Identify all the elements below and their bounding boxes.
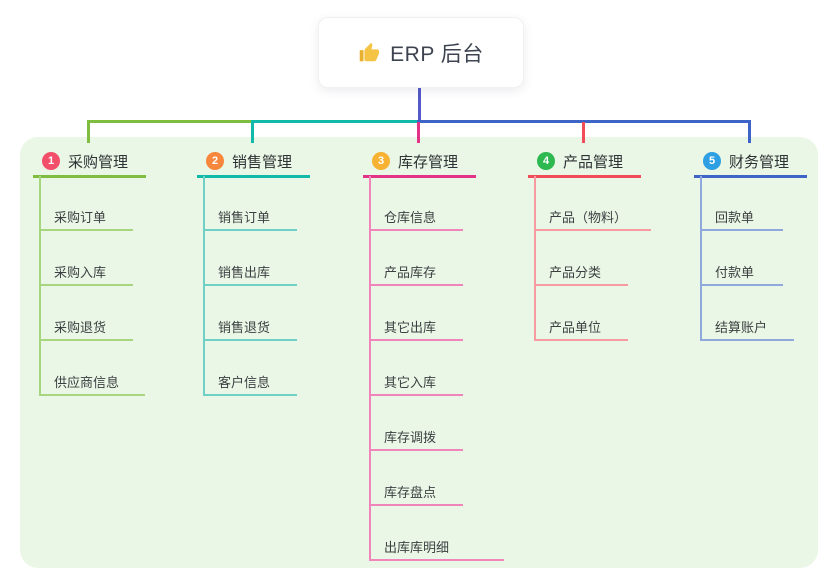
connector-child-underline: [203, 339, 297, 341]
thumbs-up-icon: [358, 42, 380, 64]
connector-child-underline: [39, 284, 133, 286]
connector-child-underline: [203, 229, 297, 231]
root-label: ERP 后台: [390, 42, 484, 66]
connector-child-underline: [369, 449, 463, 451]
connector-child-underline: [369, 284, 463, 286]
branch-topic[interactable]: 4 产品管理: [537, 150, 623, 172]
connector-child-underline: [369, 559, 504, 561]
child-node-label[interactable]: 库存盘点: [384, 485, 437, 500]
connector-child-underline: [534, 339, 628, 341]
connector-child-underline: [39, 394, 145, 396]
branch-topic-label: 库存管理: [398, 153, 459, 171]
branches-panel: [20, 137, 818, 568]
child-node-label[interactable]: 销售退货: [218, 320, 271, 335]
connector-topic-underline: [33, 174, 146, 178]
branch-index-badge: 3: [372, 152, 390, 170]
connector-topic-underline: [363, 174, 476, 178]
connector-topic-underline: [528, 174, 641, 178]
child-node-label[interactable]: 其它出库: [384, 320, 437, 335]
branch-index-badge: 5: [703, 152, 721, 170]
branch-topic-label: 销售管理: [232, 153, 293, 171]
connector-child-spine: [369, 176, 371, 561]
child-node-label[interactable]: 客户信息: [218, 375, 271, 390]
child-node-label[interactable]: 供应商信息: [54, 375, 120, 390]
child-node-label[interactable]: 销售订单: [218, 210, 271, 225]
connector-child-underline: [534, 284, 628, 286]
child-node-label[interactable]: 结算账户: [715, 320, 768, 335]
connector-branch-drop: [747, 122, 751, 143]
child-node-label[interactable]: 出库库明细: [384, 540, 450, 555]
branch-topic-label: 采购管理: [68, 153, 129, 171]
child-node-label[interactable]: 产品库存: [384, 265, 437, 280]
connector-child-underline: [369, 229, 463, 231]
branch-index-badge: 4: [537, 152, 555, 170]
child-node-label[interactable]: 销售出库: [218, 265, 271, 280]
child-node-label[interactable]: 采购入库: [54, 265, 107, 280]
connector-child-underline: [700, 229, 783, 231]
connector-child-underline: [203, 394, 297, 396]
branch-index-badge: 2: [206, 152, 224, 170]
child-node-label[interactable]: 采购退货: [54, 320, 107, 335]
child-node-label[interactable]: 回款单: [715, 210, 755, 225]
connector-bus-segment: [86, 119, 254, 123]
child-node-label[interactable]: 其它入库: [384, 375, 437, 390]
connector-child-underline: [369, 504, 463, 506]
branch-topic[interactable]: 3 库存管理: [372, 150, 458, 172]
connector-bus-segment: [416, 119, 751, 123]
connector-child-spine: [39, 176, 41, 396]
child-node-label[interactable]: 产品（物料）: [549, 210, 628, 225]
connector-topic-underline: [694, 174, 807, 178]
connector-child-spine: [203, 176, 205, 396]
branch-topic-label: 财务管理: [729, 153, 790, 171]
child-node-label[interactable]: 产品单位: [549, 320, 602, 335]
child-node-label[interactable]: 仓库信息: [384, 210, 437, 225]
connector-child-underline: [203, 284, 297, 286]
branch-topic[interactable]: 2 销售管理: [206, 150, 292, 172]
root-node[interactable]: ERP 后台: [318, 17, 524, 88]
child-node-label[interactable]: 采购订单: [54, 210, 107, 225]
branch-topic-label: 产品管理: [563, 153, 624, 171]
connector-bus-segment: [250, 119, 420, 123]
connector-child-spine: [534, 176, 536, 341]
connector-child-underline: [39, 229, 133, 231]
connector-child-underline: [700, 284, 783, 286]
connector-branch-drop: [250, 122, 254, 143]
connector-branch-drop: [581, 122, 585, 143]
connector-child-underline: [369, 394, 463, 396]
branch-topic[interactable]: 1 采购管理: [42, 150, 128, 172]
child-node-label[interactable]: 付款单: [715, 265, 755, 280]
child-node-label[interactable]: 库存调拨: [384, 430, 437, 445]
connector-child-spine: [700, 176, 702, 341]
branch-index-badge: 1: [42, 152, 60, 170]
connector-branch-drop: [416, 122, 420, 143]
connector-child-underline: [700, 339, 794, 341]
connector-branch-drop: [86, 122, 90, 143]
connector-topic-underline: [197, 174, 310, 178]
branch-topic[interactable]: 5 财务管理: [703, 150, 789, 172]
connector-root-tail: [417, 86, 421, 122]
child-node-label[interactable]: 产品分类: [549, 265, 602, 280]
connector-child-underline: [39, 339, 133, 341]
connector-child-underline: [369, 339, 463, 341]
connector-child-underline: [534, 229, 651, 231]
